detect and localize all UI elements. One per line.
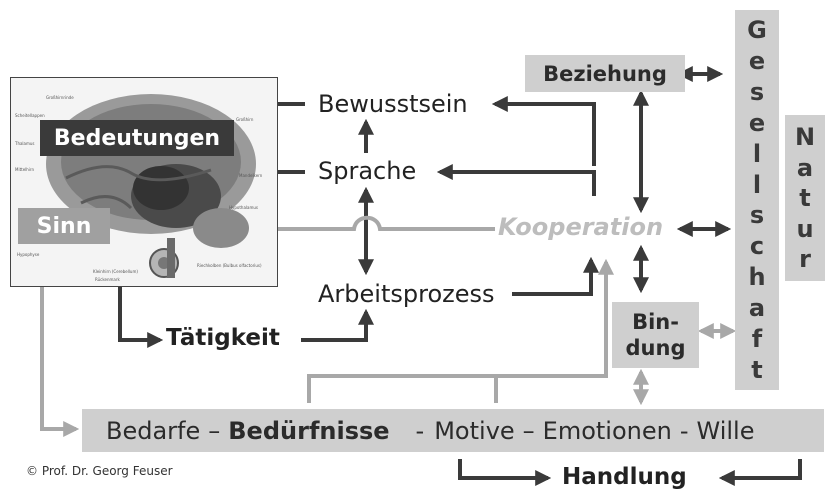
kooperation-node: Kooperation xyxy=(498,213,664,241)
brain-label: Scheitellappen xyxy=(15,113,45,118)
natur-letter: u xyxy=(796,214,814,243)
brain-label: Riechkolben (Bulbus olfactorius) xyxy=(197,263,262,268)
arrow-taetigkeit-to-arbeitsprozess xyxy=(301,308,374,342)
arbeitsprozess-node: Arbeitsprozess xyxy=(318,280,495,308)
sinn-box: Sinn xyxy=(18,208,110,244)
bindung-line-1: Bin- xyxy=(632,309,679,334)
gesellschaft-letter: G xyxy=(747,16,767,44)
gesellschaft-letter: l xyxy=(752,139,762,168)
natur-letter: a xyxy=(796,153,814,182)
gesellschaft-letter: l xyxy=(752,170,762,199)
brain-label: Großhirnrinde xyxy=(46,95,74,100)
bindung-box: Bin- dung xyxy=(612,302,699,368)
brain-label: Hypothalamus xyxy=(229,205,258,210)
gesellschaft-letter: c xyxy=(749,232,765,261)
taetigkeit-node: Tätigkeit xyxy=(166,325,280,351)
brain-label: Thalamus xyxy=(15,141,35,146)
bewusstsein-node: Bewusstsein xyxy=(318,90,468,118)
gesellschaft-letter: s xyxy=(749,77,765,106)
arrow-kooperation-to-bewusstsein xyxy=(491,96,596,166)
gesellschaft-letter: s xyxy=(749,201,765,230)
sprache-node: Sprache xyxy=(318,157,417,185)
brain-label: Rückenmark xyxy=(95,277,120,282)
gesellschaft-letter: e xyxy=(748,108,766,137)
gesellschaft-letter: f xyxy=(751,325,763,354)
arrow-bottom-to-kooperation xyxy=(307,258,614,403)
wille-label: Wille xyxy=(696,416,755,445)
arrow-arbeitsprozess-to-kooperation xyxy=(512,256,599,296)
arrow-sinn-to-bedarfe xyxy=(40,246,80,437)
dash: – xyxy=(208,416,221,445)
natur-letter: t xyxy=(799,184,811,212)
brain-label: Mittelhirn xyxy=(15,167,35,172)
arrow-handlung-left xyxy=(458,459,552,486)
bedeutungen-box: Bedeutungen xyxy=(40,120,234,156)
beduerfnisse-label: Bedürfnisse xyxy=(228,416,390,445)
brain-label: Hypophyse xyxy=(17,252,40,257)
gesellschaft-letter: a xyxy=(748,294,766,323)
bedarfe-label: Bedarfe xyxy=(106,416,201,445)
dash: - xyxy=(679,416,689,445)
brain-illustration: Großhirnrinde Scheitellappen Thalamus Mi… xyxy=(10,77,278,287)
emotionen-label: Emotionen xyxy=(542,416,672,445)
brain-label: Kleinhirn (Cerebellum) xyxy=(93,269,138,274)
motive-label: Motive xyxy=(434,416,515,445)
brain-label: Mandelkern xyxy=(239,173,263,178)
copyright-text: © Prof. Dr. Georg Feuser xyxy=(26,464,173,478)
dash: – xyxy=(522,416,535,445)
beziehung-box: Beziehung xyxy=(525,55,685,92)
gesellschaft-letter: t xyxy=(751,355,763,384)
gesellschaft-letter: e xyxy=(748,46,766,75)
bindung-line-2: dung xyxy=(625,336,686,360)
arrow-handlung-right xyxy=(718,459,802,486)
natur-letter: r xyxy=(799,245,811,273)
brain-label: Großhirn xyxy=(236,117,254,122)
arrow-kooperation-to-sinn xyxy=(124,215,495,237)
dash: - xyxy=(415,416,425,445)
handlung-node: Handlung xyxy=(562,464,687,490)
natur-letter: N xyxy=(794,123,816,151)
arrow-kooperation-to-sprache xyxy=(436,164,596,196)
bedarfe-bar: Bedarfe – Bedürfnisse - Motive – Emotion… xyxy=(82,409,824,452)
brain-icon xyxy=(46,94,256,278)
gesellschaft-letter: h xyxy=(748,263,766,292)
